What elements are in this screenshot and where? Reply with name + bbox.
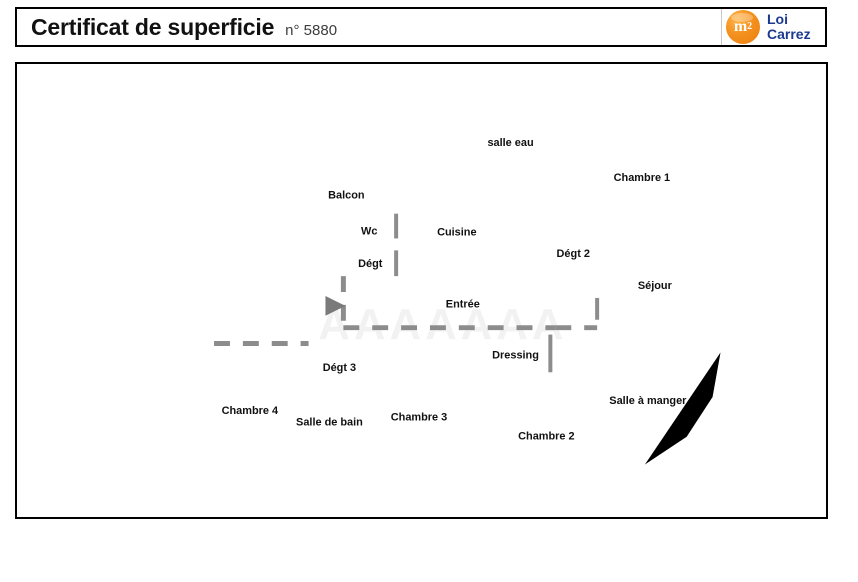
logo-square-exponent: 2: [747, 21, 753, 32]
logo-line-1: Loi: [767, 11, 788, 28]
floor-plan-drawing: AAAAAAA: [214, 137, 721, 465]
title-block: Certificat de superficie n° 5880: [17, 14, 721, 41]
room-label-cuisine: Cuisine: [437, 226, 476, 238]
room-label-chambre-2: Chambre 2: [518, 431, 574, 443]
certificate-number: n° 5880: [285, 21, 338, 39]
room-label-chambre-4: Chambre 4: [222, 405, 278, 417]
room-label-balcon: Balcon: [328, 190, 364, 202]
room-label-salle-eau: salle eau: [487, 137, 533, 149]
room-label-degt-3: Dégt 3: [323, 362, 356, 374]
room-label-degt: Dégt: [358, 258, 383, 270]
logo-m-letter: m: [733, 18, 748, 35]
entry-arrow-icon: [325, 295, 346, 316]
room-label-dressing: Dressing: [492, 349, 539, 361]
room-label-group: salle eau Chambre 1 Balcon Cuisine Wc Dé…: [222, 137, 688, 442]
room-label-salle-de-bain: Salle de bain: [296, 417, 363, 429]
room-label-wc: Wc: [361, 225, 377, 237]
room-label-salle-a-manger: Salle à manger: [609, 395, 687, 407]
logo-line-2: Carrez: [767, 26, 811, 42]
room-label-chambre-1: Chambre 1: [614, 172, 670, 184]
floor-plan-frame: AAAAAAA: [15, 62, 828, 519]
plan-watermark: AAAAAAA: [318, 300, 567, 349]
room-label-chambre-3: Chambre 3: [391, 412, 447, 424]
room-label-degt-2: Dégt 2: [557, 248, 590, 260]
dashed-wall-group: [214, 213, 600, 373]
room-label-sejour: Séjour: [638, 280, 673, 292]
wall-group: [366, 352, 721, 465]
logo-wordmark: Loi Carrez: [767, 12, 811, 42]
logo-disc-shape: [726, 10, 760, 44]
page-title: Certificat de superficie: [31, 13, 275, 40]
room-label-entree: Entrée: [446, 299, 480, 311]
